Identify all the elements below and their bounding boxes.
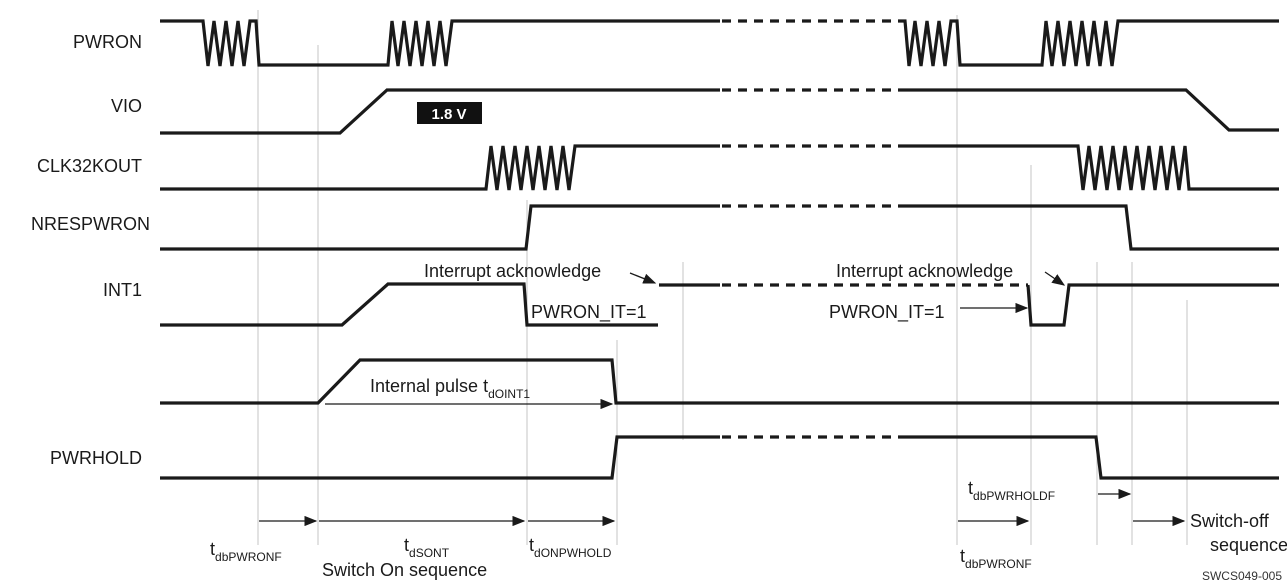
signal-label-clk32kout: CLK32KOUT bbox=[37, 156, 142, 176]
annotation-pwron-it-2: PWRON_IT=1 bbox=[829, 302, 945, 323]
signal-label-pwrhold: PWRHOLD bbox=[50, 448, 142, 468]
vio-level-text: 1.8 V bbox=[431, 106, 466, 123]
waveform-internal-pulse bbox=[160, 358, 1279, 405]
timing-label-t4: tdbPWRONF bbox=[960, 546, 1032, 571]
signal-label-int1: INT1 bbox=[103, 280, 142, 300]
signal-label-vio: VIO bbox=[111, 96, 142, 116]
timing-label-t2: tdSONT bbox=[404, 535, 450, 560]
waveform-vio bbox=[160, 88, 1279, 135]
timing-arrows bbox=[259, 488, 1186, 527]
arrow-interrupt-ack-1 bbox=[629, 272, 657, 284]
timing-label-t1: tdbPWRONF bbox=[210, 539, 282, 564]
waveform-clk32kout bbox=[160, 144, 1279, 191]
waveform-nrespwron bbox=[160, 204, 1279, 251]
switch-off-label-line1: Switch-off bbox=[1190, 511, 1270, 531]
waveform-pwron bbox=[160, 19, 1279, 67]
vio-level-badge bbox=[417, 102, 482, 124]
switch-off-label-line2: sequence bbox=[1210, 535, 1287, 555]
arrow-interrupt-ack-2 bbox=[1044, 271, 1066, 286]
annotation-internal-pulse: Internal pulse tdOINT1 bbox=[370, 376, 530, 401]
waveform-int1 bbox=[160, 282, 1279, 327]
waveform-pwrhold bbox=[160, 435, 1279, 480]
annotation-interrupt-ack-1: Interrupt acknowledge bbox=[424, 261, 601, 281]
figure-id: SWCS049-005 bbox=[1202, 569, 1282, 583]
switch-on-sequence-label: Switch On sequence bbox=[322, 560, 487, 580]
timing-label-t3: tdONPWHOLD bbox=[529, 535, 612, 560]
timing-label-t5: tdbPWRHOLDF bbox=[968, 478, 1055, 503]
annotation-pwron-it-1: PWRON_IT=1 bbox=[531, 302, 647, 323]
signal-label-nrespwron: NRESPWRON bbox=[31, 214, 150, 234]
annotation-interrupt-ack-2: Interrupt acknowledge bbox=[836, 261, 1013, 281]
signal-label-pwron: PWRON bbox=[73, 32, 142, 52]
